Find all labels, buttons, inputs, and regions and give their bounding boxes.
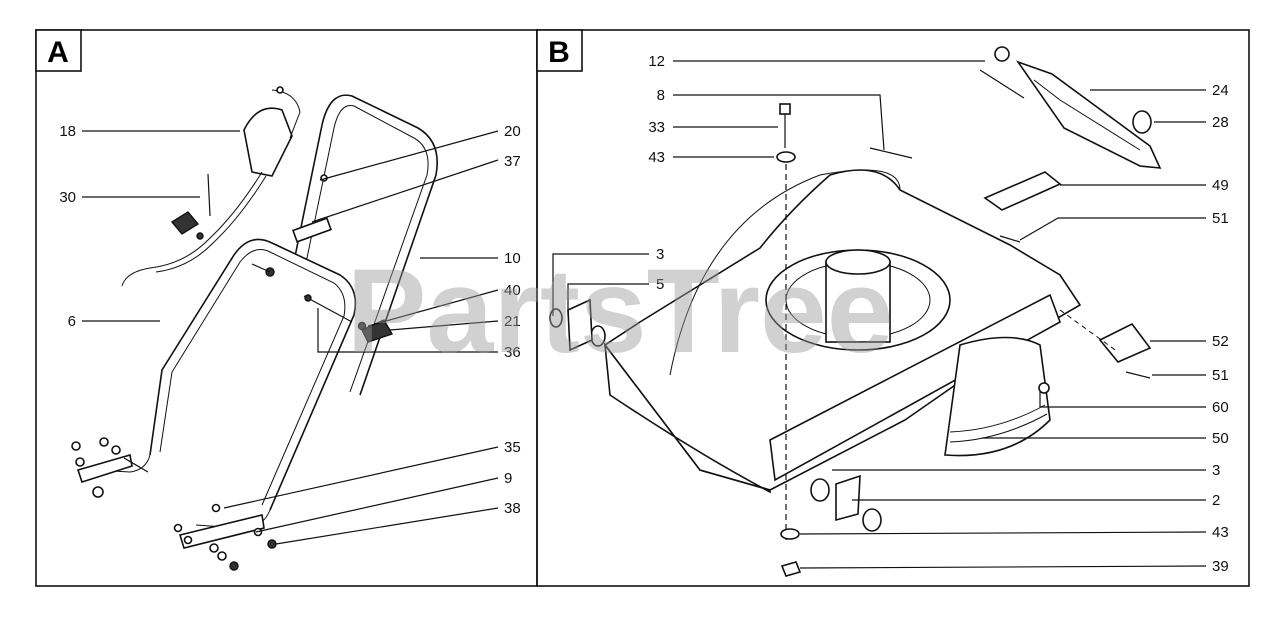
callout-a-10: 10	[504, 250, 521, 267]
callout-b-51-top: 51	[1212, 210, 1229, 227]
callout-a-40: 40	[504, 282, 521, 299]
callout-a-38: 38	[504, 500, 521, 517]
panel-a-label: A	[47, 36, 69, 69]
callout-b-33: 33	[648, 119, 665, 136]
callout-b-43-top: 43	[648, 149, 665, 166]
panel-b-label: B	[548, 36, 570, 69]
panel-a-callouts: 18 30 6 20 37 10 40 21 36 35 9 38	[59, 123, 520, 517]
panel-b-frame	[536, 29, 1250, 587]
callout-a-36: 36	[504, 344, 521, 361]
callout-b-43-bottom: 43	[1212, 524, 1229, 541]
callout-b-3-left: 3	[656, 246, 664, 263]
callout-a-21: 21	[504, 313, 521, 330]
callout-a-37: 37	[504, 153, 521, 170]
callout-b-8: 8	[657, 87, 665, 104]
deck-assembly-drawing	[549, 46, 1162, 577]
callout-a-30: 30	[59, 189, 76, 206]
callout-b-50: 50	[1212, 430, 1229, 447]
callout-a-20: 20	[504, 123, 521, 140]
callout-b-3-right: 3	[1212, 462, 1220, 479]
callout-b-39: 39	[1212, 558, 1229, 575]
callout-a-9: 9	[504, 470, 512, 487]
panel-b-label-box	[536, 29, 583, 72]
callout-b-24: 24	[1212, 82, 1229, 99]
callout-a-35: 35	[504, 439, 521, 456]
callout-b-51-bottom: 51	[1212, 367, 1229, 384]
panel-b-callouts: 12 8 33 43 3 5 24 28 49 51 52 51 60 50 3…	[648, 53, 1228, 575]
callout-a-18: 18	[59, 123, 76, 140]
callout-b-2: 2	[1212, 492, 1220, 509]
panel-a-leaders	[82, 130, 499, 545]
callout-b-60: 60	[1212, 399, 1229, 416]
panel-a-label-box	[35, 29, 82, 72]
panel-b-leaders	[552, 60, 1207, 569]
callout-b-12: 12	[648, 53, 665, 70]
callout-b-52: 52	[1212, 333, 1229, 350]
callout-b-28: 28	[1212, 114, 1229, 131]
watermark: PartsTree	[346, 244, 893, 378]
callout-b-5: 5	[656, 276, 664, 293]
callout-b-49: 49	[1212, 177, 1229, 194]
handle-assembly-drawing	[71, 86, 438, 571]
callout-a-6: 6	[68, 313, 76, 330]
